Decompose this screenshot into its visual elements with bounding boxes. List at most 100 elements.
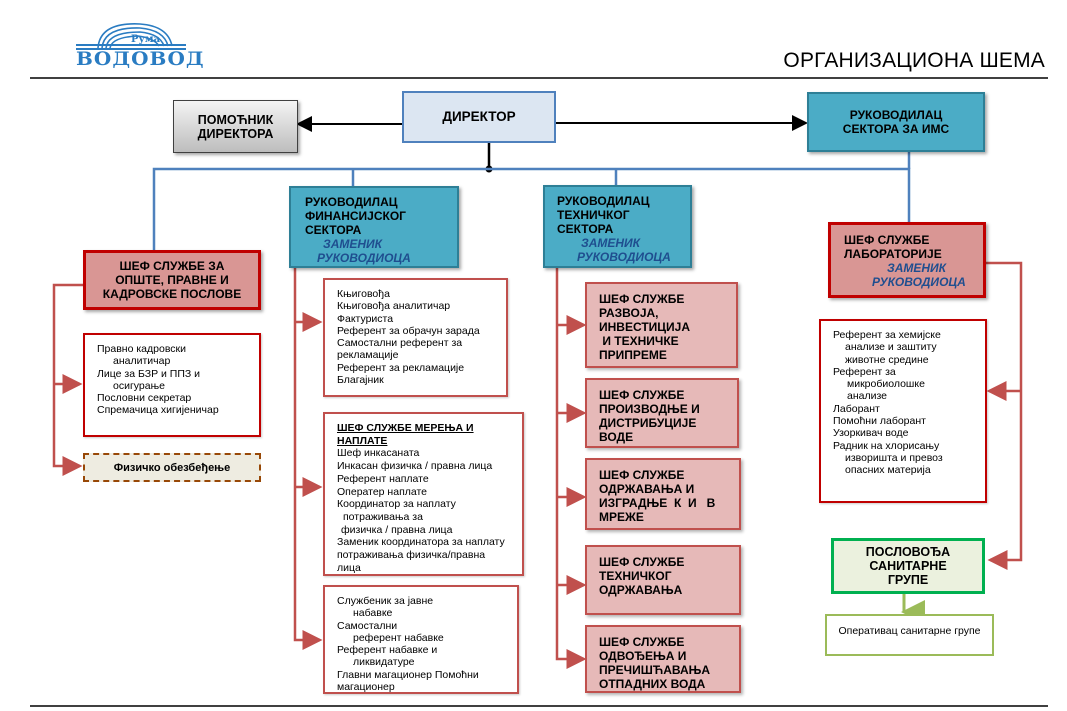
text-line: ДИРЕКТОРА (197, 126, 274, 141)
text-line: ПРОИЗВОДЊЕ И (599, 402, 700, 416)
text-line: Пословни секретар (97, 392, 192, 405)
general-affairs-head-box[interactable]: ШЕФ СЛУЖБЕ ЗА ОПШТЕ, ПРАВНЕ И КАДРОВСКЕ … (83, 250, 261, 310)
text-line: животне средине (845, 353, 929, 366)
text-line: осигурање (113, 379, 165, 392)
text-line: СЕКТОРА (557, 222, 614, 236)
text-line: ОДВОЂЕЊА И (599, 649, 687, 663)
text-line: ШЕФ СЛУЖБЕ (599, 292, 685, 306)
billing-service-box: ШЕФ СЛУЖБЕ МЕРЕЊА И НАПЛАТЕ Шеф инкасана… (323, 412, 524, 576)
text-line: Узоркивач воде (833, 427, 909, 440)
maintenance-construction-service-box[interactable]: ШЕФ СЛУЖБЕ ОДРЖАВАЊА И ИЗГРАДЊЕ К И В МР… (585, 458, 741, 530)
text-line: ШЕФ СЛУЖБЕ (599, 635, 685, 649)
general-affairs-staff-list: Правно кадровски аналитичар Лице за БЗР … (83, 333, 261, 437)
text-line: Лице за БЗР и ППЗ и (97, 367, 201, 380)
text-line: ПОСЛОВОЂА (865, 545, 951, 559)
text-line: ДИРЕКТОР (442, 109, 516, 124)
text-line: ЛАБОРАТОРИЈЕ (844, 247, 942, 261)
text-line: Референт за (833, 365, 896, 378)
text-line: набавке (353, 607, 393, 620)
text-line: СЕКТОРА (305, 223, 362, 237)
laboratory-head-box[interactable]: ШЕФ СЛУЖБЕ ЛАБОРАТОРИЈЕ ЗАМЕНИК РУКОВОДИ… (828, 222, 986, 298)
wastewater-service-box[interactable]: ШЕФ СЛУЖБЕ ОДВОЂЕЊА И ПРЕЧИШЋАВАЊА ОТПАД… (585, 625, 741, 693)
text-line: ПРЕЧИШЋАВАЊА (599, 663, 711, 677)
text-line: ОДРЖАВАЊА И (599, 482, 695, 496)
text-line: Лаборант (833, 402, 880, 415)
text-line: ЗАМЕНИК (581, 236, 641, 250)
sanitary-group-staff-box: Оперативац санитарне групе (825, 614, 994, 656)
text-line: лица (337, 561, 361, 574)
sanitary-group-head-box[interactable]: ПОСЛОВОЂА САНИТАРНЕ ГРУПЕ (831, 538, 985, 594)
text-line: аналитичар (113, 355, 171, 368)
vodovod-logo: Рума ВОДОВОД (76, 18, 204, 70)
text-line: изворишта и превоз (845, 451, 943, 464)
text-line: Референт наплате (337, 472, 429, 485)
text-line: ТЕХНИЧКОГ (557, 208, 630, 222)
text-line: ЗАМЕНИК (323, 237, 383, 251)
text-line: Оперативац санитарне групе (838, 625, 981, 637)
text-line: РУКОВОДИОЦА (872, 275, 966, 289)
text-line: ПОМОЋНИК (197, 112, 274, 127)
text-line: Књиговођа (337, 288, 390, 300)
text-line: магационер (337, 681, 395, 694)
text-line: РУКОВОДИЛАЦ (849, 108, 943, 122)
text-line: И ТЕХНИЧКЕ (599, 334, 679, 348)
text-line: ИЗГРАДЊЕ К И В (599, 496, 716, 510)
technical-sector-head-box[interactable]: РУКОВОДИЛАЦ ТЕХНИЧКОГ СЕКТОРА ЗАМЕНИК РУ… (543, 185, 692, 268)
procurement-staff-list: Службеник за јавне набавке Самостални ре… (323, 585, 519, 694)
text-line: Референт набавке и (337, 644, 438, 657)
text-line: физичка / правна лица (341, 523, 453, 536)
text-line: ОПШТЕ, ПРАВНЕ И (115, 273, 229, 287)
text-line: ЗАМЕНИК (887, 261, 947, 275)
text-line: ДИСТРИБУЦИЈЕ (599, 416, 697, 430)
text-line: Заменик координатора за наплату (337, 536, 505, 549)
text-line: Помоћни лаборант (833, 415, 926, 428)
text-line: ШЕФ СЛУЖБЕ ЗА (119, 259, 225, 273)
text-line: РУКОВОДИЛАЦ (557, 194, 650, 208)
page-title: ОРГАНИЗАЦИОНА ШЕМА (783, 49, 1045, 72)
laboratory-staff-list: Референт за хемијске анализе и заштиту ж… (819, 319, 987, 503)
text-line: ШЕФ СЛУЖБЕ МЕРЕЊА И (337, 422, 474, 434)
development-service-box[interactable]: ШЕФ СЛУЖБЕ РАЗВОЈА, ИНВЕСТИЦИЈА И ТЕХНИЧ… (585, 282, 738, 368)
text-line: потраживања физичка/правна (337, 549, 486, 562)
text-line: потраживања за (343, 510, 423, 523)
text-line: Референт за рекламације (337, 361, 465, 374)
text-line: Физичко обезбеђење (113, 461, 231, 474)
text-line: ШЕФ СЛУЖБЕ (844, 233, 930, 247)
text-line: референт набавке (353, 631, 444, 644)
technical-maintenance-service-box[interactable]: ШЕФ СЛУЖБЕ ТЕХНИЧКОГ ОДРЖАВАЊА (585, 545, 741, 615)
text-line: Спремачица хигијеничар (97, 404, 219, 417)
text-line: Координатор за наплату (337, 498, 456, 511)
text-line: Оператер наплате (337, 485, 428, 498)
assistant-director-box[interactable]: ПОМОЋНИК ДИРЕКТОРА (173, 100, 298, 153)
text-line: Радник на хлорисању (833, 439, 940, 452)
text-line: Књиговођа аналитичар (337, 300, 451, 313)
text-line: СЕКТОРА ЗА ИМС (842, 122, 950, 136)
director-box[interactable]: ДИРЕКТОР (402, 91, 556, 143)
production-distribution-service-box[interactable]: ШЕФ СЛУЖБЕ ПРОИЗВОДЊЕ И ДИСТРИБУЦИЈЕ ВОД… (585, 378, 739, 448)
text-line: РУКОВОДИОЦА (317, 251, 411, 265)
finance-sector-head-box[interactable]: РУКОВОДИЛАЦ ФИНАНСИЈСКОГ СЕКТОРА ЗАМЕНИК… (289, 186, 459, 268)
text-line: РАЗВОЈА, (599, 306, 659, 320)
text-line: опасних материја (845, 464, 931, 477)
text-line: МРЕЖЕ (599, 510, 644, 524)
text-line: ШЕФ СЛУЖБЕ (599, 388, 685, 402)
text-line: анализе и заштиту (845, 341, 937, 354)
text-line: ОТПАДНИХ ВОДА (599, 677, 706, 691)
text-line: РУКОВОДИОЦА (577, 250, 671, 264)
text-line: Шеф инкасаната (337, 447, 420, 460)
text-line: РУКОВОДИЛАЦ (305, 195, 398, 209)
text-line: ПРИПРЕМЕ (599, 348, 667, 362)
text-line: Фактуриста (337, 312, 394, 325)
finance-staff-list: Књиговођа Књиговођа аналитичар Фактурист… (323, 278, 508, 397)
physical-security-box[interactable]: Физичко обезбеђење (83, 453, 261, 482)
ims-sector-head-box[interactable]: РУКОВОДИЛАЦ СЕКТОРА ЗА ИМС (807, 92, 985, 152)
text-line: Благајник (337, 374, 384, 387)
text-line: ФИНАНСИЈСКОГ (305, 209, 406, 223)
text-line: Главни магационер Помоћни (337, 668, 479, 681)
text-line: Самостални референт за (337, 337, 463, 350)
text-line: Инкасан физичка / правна лица (337, 460, 493, 473)
text-line: Службеник за јавне (337, 595, 434, 607)
blue-bus (152, 167, 911, 250)
text-line: ликвидатуре (353, 656, 415, 669)
text-line: ВОДЕ (599, 430, 634, 444)
